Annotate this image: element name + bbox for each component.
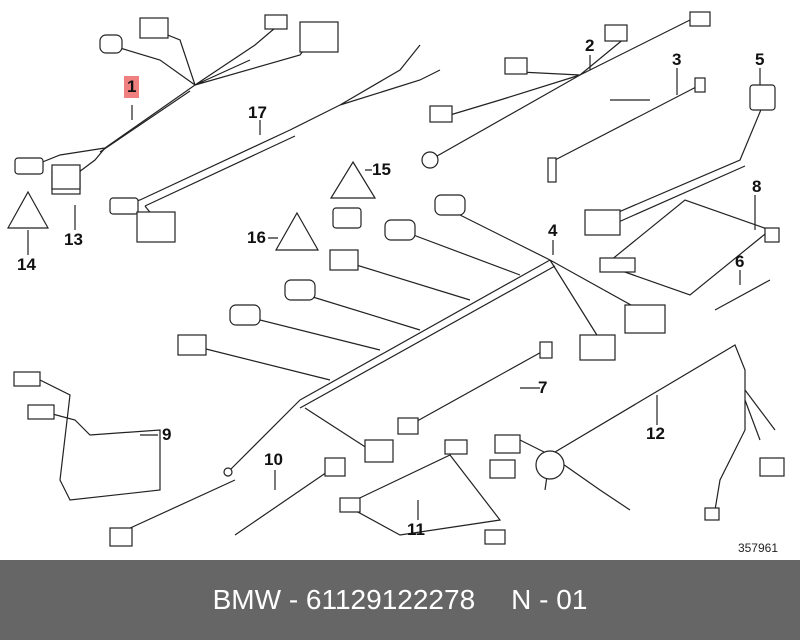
part-number: BMW - 61129122278 [212, 584, 476, 615]
callout-6[interactable]: 6 [735, 252, 745, 271]
wiring-harness-diagram [6, 11, 785, 547]
part-5-harness [584, 84, 776, 236]
part-4-harness [177, 194, 666, 477]
callout-3[interactable]: 3 [672, 50, 682, 69]
callout-11[interactable]: 11 [407, 520, 425, 539]
part-6-wire [714, 279, 771, 311]
callout-9[interactable]: 9 [162, 425, 172, 444]
part-7-harness [397, 341, 553, 435]
callout-15[interactable]: 15 [372, 160, 391, 179]
part-17-harness [109, 44, 441, 243]
part-11-harness [339, 439, 506, 545]
warning-labels [6, 160, 377, 251]
part-8-ribbon [599, 199, 780, 296]
callout-14[interactable]: 14 [17, 255, 36, 274]
callout-1[interactable]: 1 [124, 76, 140, 98]
callout-16[interactable]: 16 [247, 228, 266, 247]
callout-12[interactable]: 12 [646, 424, 665, 443]
callout-2[interactable]: 2 [585, 36, 595, 55]
catalog-number: 357961 [737, 541, 778, 555]
callout-7[interactable]: 7 [538, 378, 548, 397]
part-1-harness [14, 14, 339, 195]
footer-bar: BMW - 61129122278 N - 01 [0, 560, 800, 640]
part-9-cable [13, 371, 161, 501]
part-12-harness [489, 344, 785, 521]
callout-17[interactable]: 17 [248, 103, 267, 122]
callout-13[interactable]: 13 [64, 230, 83, 249]
part-10-cable [109, 457, 346, 547]
variant-code: N - 01 [511, 584, 588, 615]
callout-8[interactable]: 8 [752, 177, 762, 196]
part-2-harness [421, 11, 711, 169]
callout-10[interactable]: 10 [264, 450, 283, 469]
part-3-harness [547, 77, 706, 183]
callout-4[interactable]: 4 [548, 221, 558, 240]
callout-5[interactable]: 5 [755, 50, 765, 69]
